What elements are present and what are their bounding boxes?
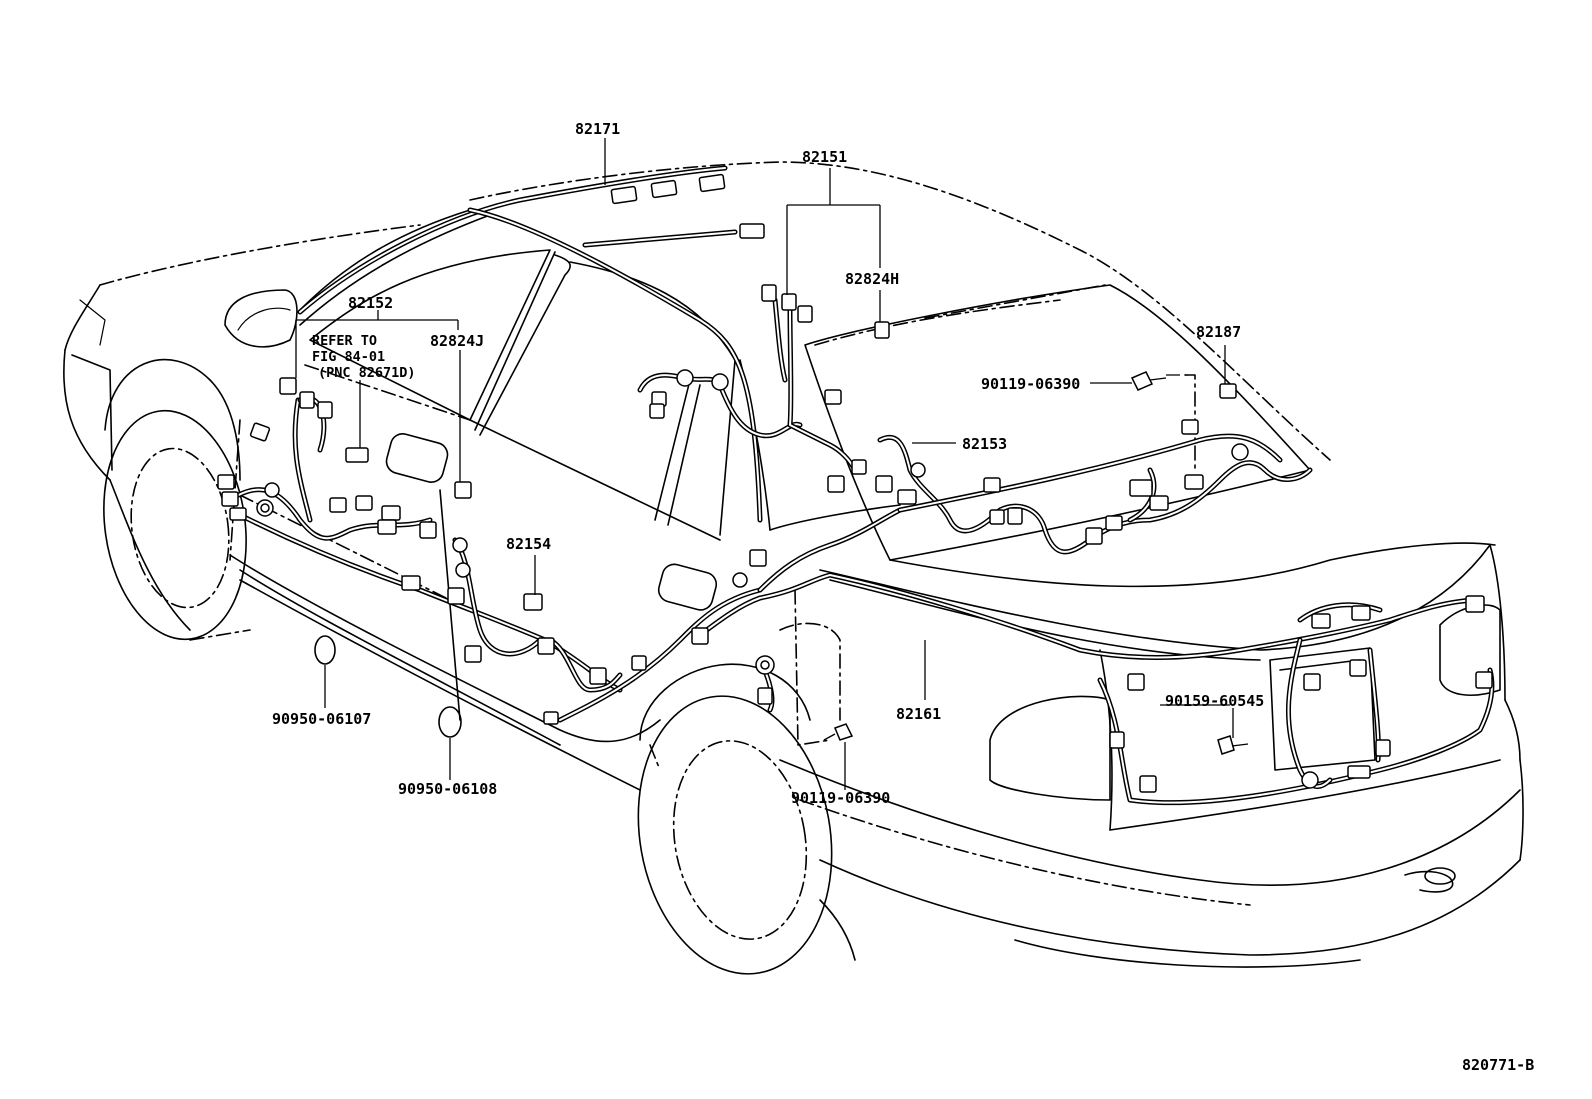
wire-harnesses [227,165,1495,806]
part-label-82187: 82187 [1196,323,1242,341]
part-label-82171: 82171 [575,120,621,138]
refer-note-line-2: FIG 84-01 [312,349,386,365]
part-label-82152: 82152 [348,294,394,312]
part-label-90950-06108: 90950-06108 [398,780,498,798]
part-label-82151: 82151 [802,148,848,166]
leader-lines [295,138,1234,790]
refer-note-line-1: REFER TO [312,333,378,349]
part-label-82161: 82161 [896,705,942,723]
car-body-outline [63,161,1524,975]
part-label-90119-06390-upper: 90119-06390 [981,375,1081,393]
part-label-90950-06107: 90950-06107 [272,710,372,728]
part-label-82154: 82154 [506,535,552,553]
connectors [217,173,1493,793]
part-label-82824J: 82824J [430,332,485,350]
refer-note-line-3: (PNC 82671D) [318,365,416,381]
part-label-90159-60545: 90159-60545 [1165,692,1265,710]
grommets [256,369,1319,789]
figure-id: 820771-B [1462,1056,1535,1074]
part-label-90119-06390-lower: 90119-06390 [791,789,891,807]
part-label-82153: 82153 [962,435,1008,453]
part-label-82824H: 82824H [845,270,900,288]
